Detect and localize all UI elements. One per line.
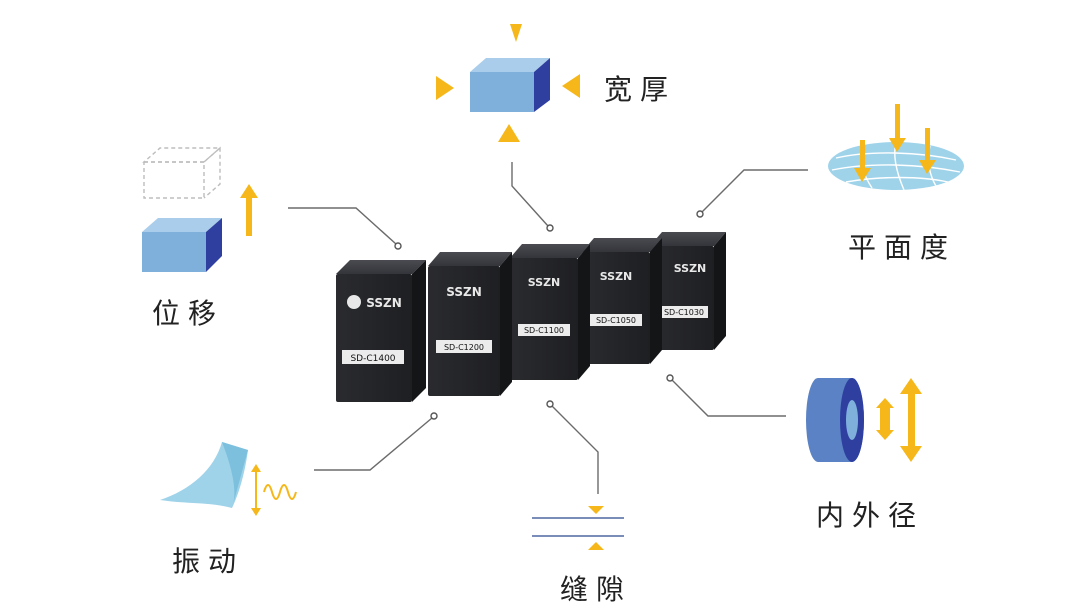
sensor-1: SSZN SD-C1400 <box>336 260 426 402</box>
inner-outer-diameter-icon <box>806 378 922 462</box>
sensor-5-brand: SSZN <box>674 262 707 275</box>
leader-line-gap <box>551 405 599 494</box>
sensor-2-brand: SSZN <box>446 285 482 299</box>
sensor-array: SSZN SD-C1030 SSZN SD-C1050 SSZN SD-C110… <box>336 232 726 402</box>
label-width-thickness: 宽厚 <box>604 73 677 106</box>
sensor-3-model: SD-C1100 <box>524 326 564 335</box>
displacement-icon <box>142 146 258 272</box>
width-thickness-icon <box>436 24 580 142</box>
sensor-5: SSZN SD-C1030 <box>650 232 726 350</box>
sensor-5-model: SD-C1030 <box>664 308 704 317</box>
label-inner-outer-diameter: 内外径 <box>816 499 925 532</box>
sensor-2-model: SD-C1200 <box>444 343 484 352</box>
vibration-icon <box>160 442 297 516</box>
sensor-4-model: SD-C1050 <box>596 316 636 325</box>
sensor-4: SSZN SD-C1050 <box>582 238 662 364</box>
label-displacement: 位移 <box>152 297 225 330</box>
leader-line-diameter <box>671 379 786 417</box>
leader-line-displacement <box>288 207 397 245</box>
sensor-4-brand: SSZN <box>600 270 633 283</box>
sensor-3-brand: SSZN <box>528 276 561 289</box>
gap-icon <box>532 506 624 550</box>
sensor-1-brand: SSZN <box>366 296 402 310</box>
leader-line-width <box>511 162 549 227</box>
sensor-3: SSZN SD-C1100 <box>510 244 590 380</box>
flatness-icon <box>828 104 964 191</box>
leader-line-flatness <box>701 169 808 213</box>
label-flatness: 平面度 <box>848 231 957 264</box>
label-vibration: 振动 <box>172 545 245 578</box>
label-gap: 缝隙 <box>560 573 633 606</box>
leader-line-vibration <box>314 417 433 471</box>
sensor-2: SSZN SD-C1200 <box>428 252 512 396</box>
sensor-1-model: SD-C1400 <box>350 354 395 364</box>
leader-lines <box>288 162 808 494</box>
